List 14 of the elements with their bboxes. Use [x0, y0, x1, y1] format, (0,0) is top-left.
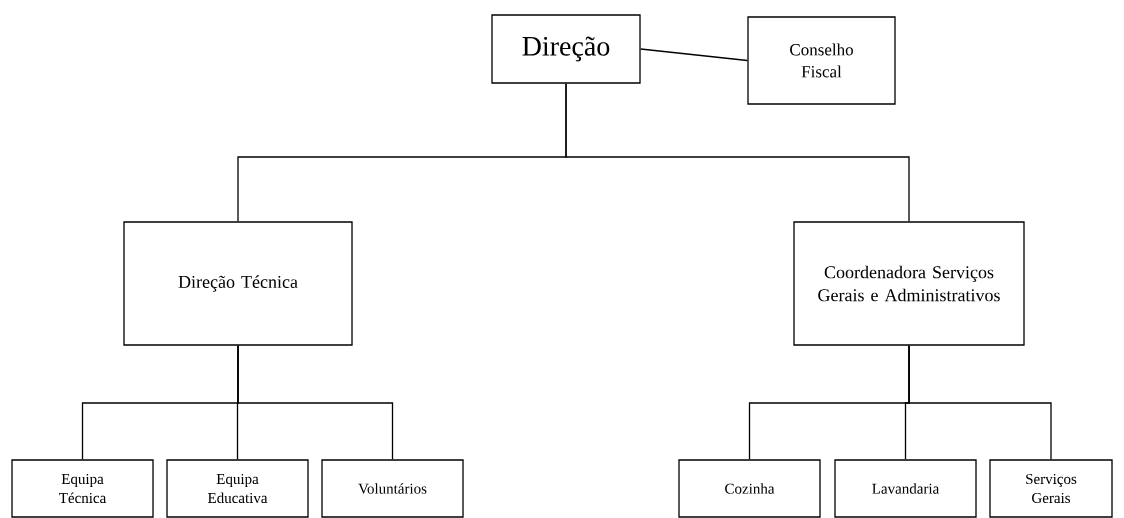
- org-box: Equipa Educativa: [166, 459, 309, 518]
- org-box: Coordenadora Serviços Gerais e Administrativos: [793, 221, 1025, 346]
- connector-line: [908, 345, 1052, 460]
- org-box: Conselho Fiscal: [747, 16, 896, 105]
- connector-line: [640, 48, 748, 62]
- org-box: Lavandaria: [834, 459, 977, 518]
- connector-line: [565, 83, 910, 222]
- org-box: Direção Técnica: [123, 221, 353, 346]
- org-box: Serviços Gerais: [989, 459, 1113, 518]
- org-box: Cozinha: [678, 459, 821, 518]
- connector-line: [237, 345, 394, 460]
- org-box: Equipa Técnica: [11, 459, 154, 518]
- org-box: Direção: [491, 14, 641, 84]
- org-box: Voluntários: [321, 459, 464, 518]
